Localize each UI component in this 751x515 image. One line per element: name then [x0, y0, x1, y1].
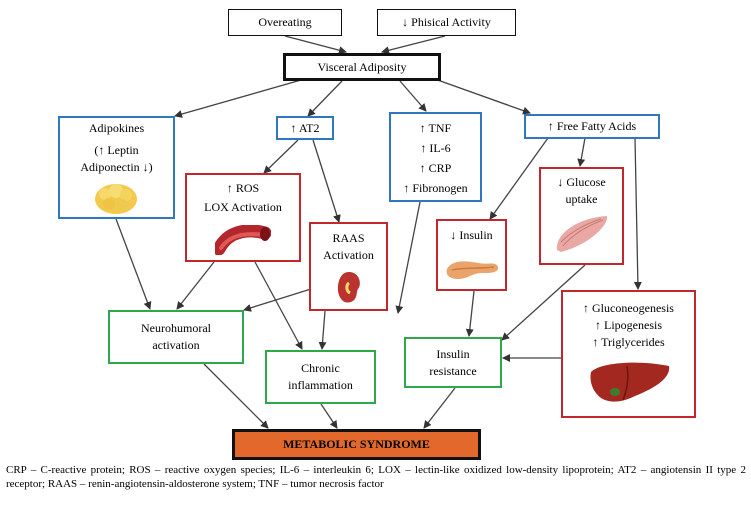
pancreas-icon [446, 261, 499, 279]
adipose-tissue-icon [95, 184, 137, 214]
neurohumoral-line1: Neurohumoral [141, 321, 211, 335]
liver-icon [590, 362, 670, 402]
overeating-box: Overeating [228, 9, 342, 36]
triglycerides-label: ↑ Triglycerides [592, 335, 665, 349]
adipokines-title: Adipokines [88, 121, 145, 135]
kidney-icon [337, 272, 360, 303]
insulin-label: ↓ Insulin [450, 228, 493, 242]
physical-activity-label: ↓ Phisical Activity [402, 15, 491, 29]
arrow-at2-to-raas [312, 139, 341, 223]
inflammation-line2: inflammation [288, 378, 353, 392]
arrow-at2-to-ros [263, 139, 299, 174]
lox-label: LOX Activation [204, 200, 282, 214]
chronic-inflammation-box: Chronic inflammation [265, 350, 376, 404]
arrow-adiposity-to-ffa [431, 77, 531, 115]
free-fatty-acids-label: ↑ Free Fatty Acids [547, 119, 637, 133]
inflammation-line1: Chronic [301, 361, 340, 375]
blood-vessel-icon [215, 225, 271, 255]
glucose-line2: uptake [565, 192, 598, 206]
at2-label: ↑ AT2 [290, 120, 320, 135]
arrow-resistance-to-syndrome [423, 387, 456, 429]
marker-il6: ↑ IL-6 [420, 141, 451, 155]
adipokines-line2: Adiponectin ↓) [80, 160, 153, 174]
footnote-abbreviations: CRP – C-reactive protein; ROS – reactive… [6, 464, 746, 490]
gluconeogenesis-box: ↑ Gluconeogenesis ↑ Lipogenesis ↑ Trigly… [561, 290, 696, 418]
arrow-adiposity-to-markers [399, 80, 427, 112]
marker-fibronogen: ↑ Fibronogen [403, 181, 468, 195]
arrow-ros-to-neurohumoral [176, 261, 215, 310]
neurohumoral-line2: activation [152, 338, 200, 352]
marker-crp: ↑ CRP [419, 161, 452, 175]
arrow-adipokines-to-neurohumoral [115, 218, 152, 310]
ros-lox-box: ↑ ROS LOX Activation [185, 173, 301, 262]
neurohumoral-box: Neurohumoral activation [108, 310, 244, 364]
arrow-raas-to-inflammation [318, 310, 327, 350]
resistance-line1: Insulin [436, 346, 470, 361]
arrow-adiposity-to-adipokines [174, 77, 309, 118]
adipokines-box: Adipokines (↑ Leptin Adiponectin ↓) [58, 116, 175, 219]
raas-line2: Activation [323, 248, 374, 262]
insulin-resistance-box: Insulin resistance [404, 337, 502, 388]
glucose-uptake-box: ↓ Glucose uptake [539, 167, 624, 265]
arrow-insulin-to-resistance [465, 290, 475, 337]
adipokines-line1: (↑ Leptin [94, 143, 139, 157]
inflammatory-markers-box: ↑ TNF ↑ IL-6 ↑ CRP ↑ Fibronogen [389, 112, 482, 202]
arrow-ffa-to-gluconeogenesis [633, 137, 642, 290]
arrow-ffa-to-glucose [577, 137, 586, 167]
visceral-adiposity-label: Visceral Adiposity [317, 59, 407, 74]
raas-line1: RAAS [332, 231, 365, 245]
raas-box: RAAS Activation [309, 222, 388, 311]
physical-activity-box: ↓ Phisical Activity [377, 9, 516, 36]
arrow-inflammation-to-syndrome [320, 403, 338, 429]
arrow-ffa-to-insulin [489, 137, 549, 220]
arrow-ros-to-inflammation [254, 261, 303, 350]
arrow-raas-to-neurohumoral [243, 288, 312, 312]
arrow-overeating-to-adiposity [284, 35, 347, 55]
ros-label: ↑ ROS [226, 181, 260, 195]
lipogenesis-label: ↑ Lipogenesis [595, 318, 662, 332]
overeating-label: Overeating [258, 15, 312, 29]
flow-diagram: Overeating ↓ Phisical Activity Visceral … [58, 9, 696, 460]
marker-tnf: ↑ TNF [419, 121, 452, 135]
muscle-icon [556, 216, 608, 252]
visceral-adiposity-box: Visceral Adiposity [283, 53, 441, 81]
glucose-line1: ↓ Glucose [557, 175, 606, 189]
metabolic-syndrome-box: METABOLIC SYNDROME [232, 429, 481, 460]
gluconeogenesis-label: ↑ Gluconeogenesis [583, 301, 674, 315]
arrow-adiposity-to-at2 [307, 80, 343, 117]
connector-arrows [115, 35, 642, 429]
resistance-line2: resistance [429, 363, 477, 378]
at2-box: ↑ AT2 [276, 116, 334, 140]
insulin-box: ↓ Insulin [436, 219, 507, 291]
free-fatty-acids-box: ↑ Free Fatty Acids [524, 114, 660, 139]
arrow-activity-to-adiposity [381, 35, 446, 55]
arrow-glucose-to-resistance [501, 264, 586, 341]
arrow-markers-to-inflammation [395, 201, 421, 314]
metabolic-syndrome-label: METABOLIC SYNDROME [283, 437, 430, 451]
arrow-neurohumoral-to-syndrome [203, 363, 269, 429]
